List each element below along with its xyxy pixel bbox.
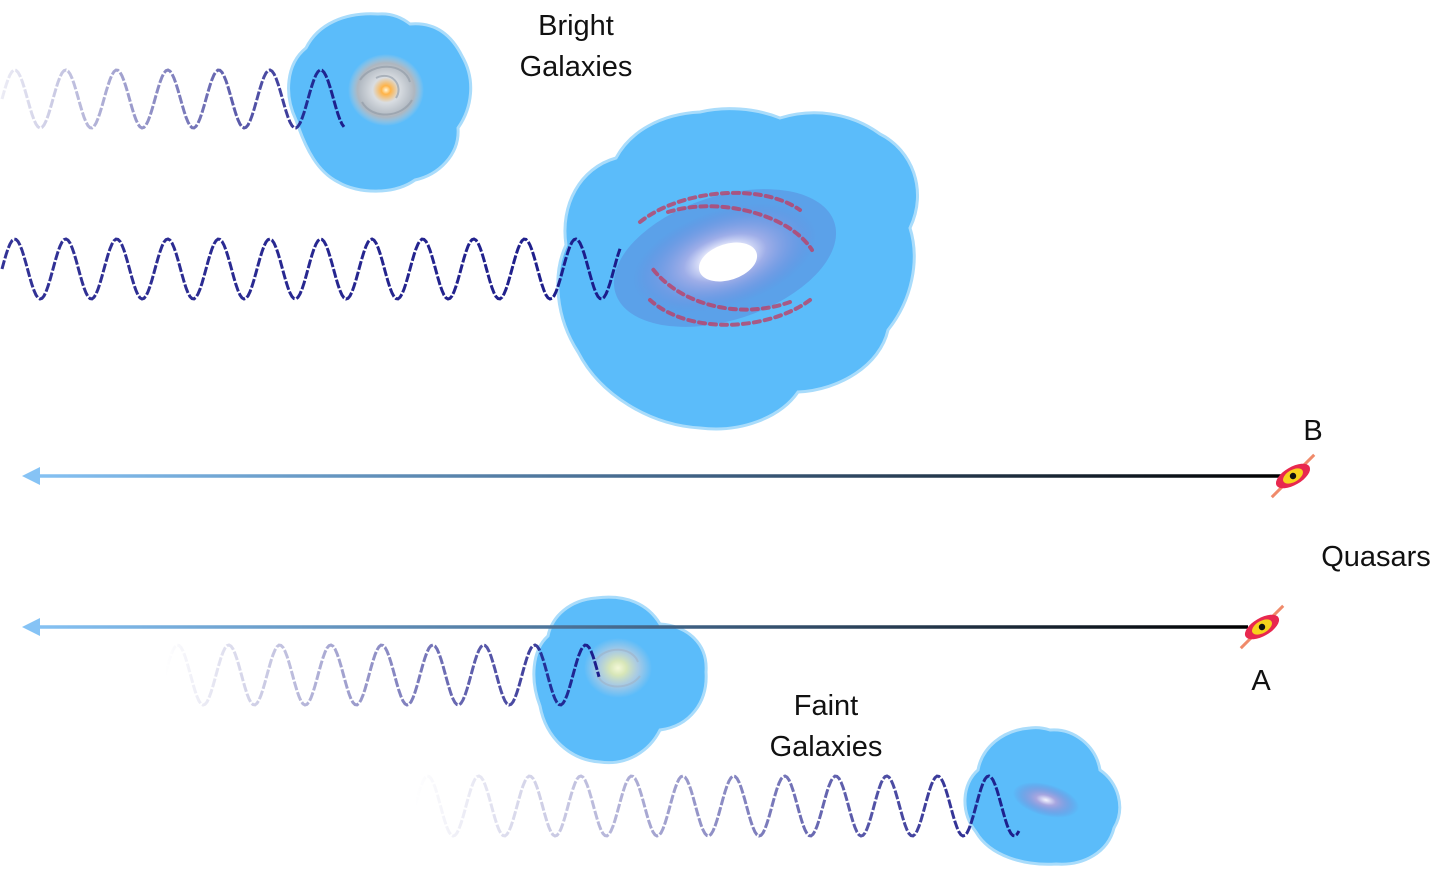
faint-galaxies-label-line1: Faint [793, 690, 859, 722]
wave-icon [163, 643, 601, 707]
sightline-arrow-b [22, 467, 1282, 485]
quasar-a-label: A [1251, 665, 1271, 697]
galaxy-icon [584, 638, 652, 698]
wave-icon [0, 68, 346, 130]
quasar-icon [1270, 453, 1316, 499]
faint-galaxies-label-line2: Galaxies [769, 731, 883, 763]
quasars-label: Quasars [1321, 541, 1431, 573]
wave-icon [0, 237, 622, 301]
arrow-icon [22, 618, 40, 636]
faint-galaxies-label: Faint Galaxies [760, 686, 892, 768]
wave-group [0, 68, 1021, 838]
galaxy-icon [613, 189, 837, 327]
quasar-icon [1239, 604, 1285, 650]
galaxy-icon [348, 54, 424, 126]
wave-icon [413, 774, 1021, 838]
galaxy-icon [1012, 782, 1080, 818]
bright-galaxies-label-line2: Galaxies [519, 51, 633, 83]
bright-galaxies-label-line1: Bright [538, 10, 614, 42]
sightline-arrow-a [22, 618, 1248, 636]
arrow-icon [22, 467, 40, 485]
bright-galaxies-label: Bright Galaxies [510, 6, 642, 88]
quasar-b-label: B [1303, 415, 1323, 447]
